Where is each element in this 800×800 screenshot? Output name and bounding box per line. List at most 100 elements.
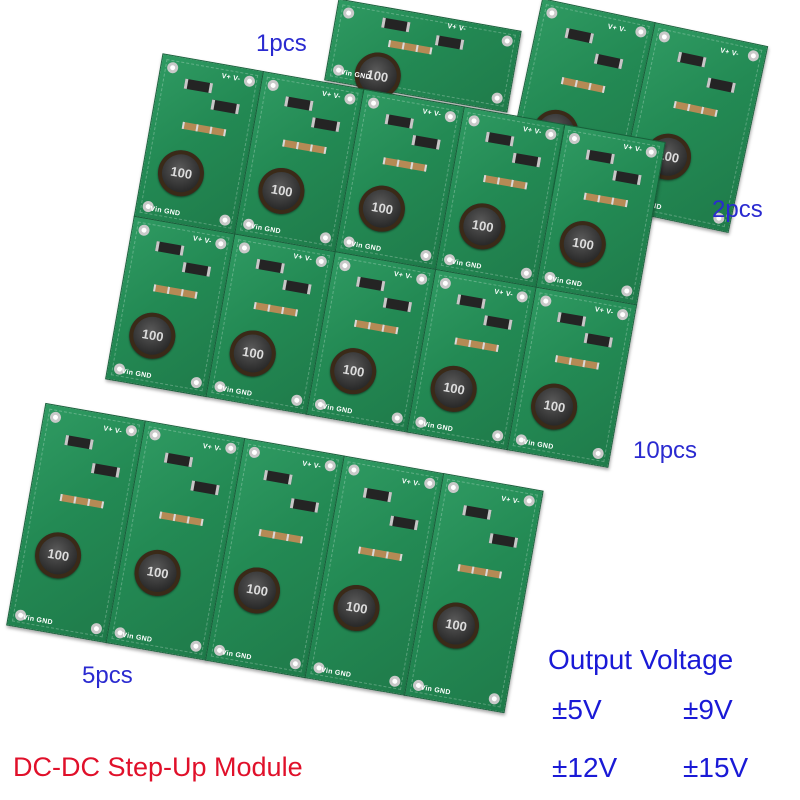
ic-chip [583,333,614,348]
smd-capacitor [286,533,304,544]
pin-silkscreen: V+ V- [607,22,627,34]
pin-silkscreen: V+ V- [500,495,521,506]
mounting-hole [238,241,251,255]
ic-chip [676,51,707,68]
pin-silkscreen: V+ V- [321,90,342,102]
inductor-coil: 100 [326,344,381,398]
inductor-coil: 100 [330,581,384,635]
mounting-hole [515,290,529,304]
ic-chip [210,99,240,115]
pin-silkscreen: V+ V- [192,235,213,246]
smd-capacitor [180,288,198,299]
pin-silkscreen: Vin GND [22,614,54,627]
ic-chip [355,276,385,291]
mounting-hole [591,447,605,460]
ic-chip [382,297,413,313]
pin-silkscreen: Vin GND [350,240,382,254]
mounting-hole [491,429,505,443]
mounting-hole [644,145,658,159]
pin-silkscreen: V+ V- [446,23,467,34]
smd-capacitor [385,550,403,561]
ic-chip [289,497,319,513]
inductor-coil: 100 [31,528,85,582]
pin-silkscreen: Vin GND [121,368,153,381]
ic-chip [363,487,393,503]
mounting-hole [519,266,533,280]
ic-chip [384,113,414,129]
mounting-hole [444,110,457,124]
mounting-hole [214,237,228,251]
mounting-hole [539,294,553,308]
mounting-hole [137,223,151,237]
pin-silkscreen: Vin GND [321,403,354,416]
pin-silkscreen: Vin GND [149,205,181,218]
mounting-hole [314,255,328,268]
ic-chip [183,78,213,94]
ic-chip [255,258,285,274]
mounting-hole [500,34,514,48]
mounting-hole [415,272,429,286]
mounting-hole [224,441,238,455]
inductor-coil: 100 [126,308,180,363]
inductor-coil: 100 [131,546,185,600]
mounting-hole [90,622,103,636]
ic-chip [434,35,464,50]
mounting-hole [189,639,203,653]
mounting-hole [545,6,559,20]
smd-capacitor [610,197,628,207]
inductor-coil: 100 [154,146,208,200]
mounting-hole [634,25,648,39]
pin-silkscreen: V+ V- [719,46,740,58]
mounting-hole [746,49,760,63]
pin-silkscreen: V+ V- [202,443,222,454]
mounting-hole [544,128,558,141]
pin-silkscreen: Vin GND [419,684,452,697]
pin-silkscreen: V+ V- [522,126,543,137]
inductor-coil: 100 [230,563,284,617]
pin-silkscreen: Vin GND [422,421,454,434]
mounting-hole [490,91,504,105]
smd-capacitor [414,44,432,55]
output-voltage-heading: Output Voltage [548,644,734,675]
ic-chip [462,505,492,520]
mounting-hole [49,410,62,424]
pin-silkscreen: Vin GND [320,666,352,680]
mounting-hole [319,231,332,245]
mounting-hole [657,30,671,44]
ic-chip [310,117,341,133]
mounting-hole [290,393,304,407]
mounting-hole [266,79,280,92]
smd-capacitor [186,515,204,526]
mounting-hole [423,476,437,490]
pin-silkscreen: Vin GND [250,223,282,236]
smd-capacitor [409,161,427,172]
ic-chip [564,27,594,44]
smd-capacitor [381,324,399,334]
mounting-hole [248,446,261,459]
pin-silkscreen: V+ V- [393,271,413,282]
mounting-hole [338,259,352,272]
quantity-label-1pcs: 1pcs [256,30,307,57]
mounting-hole [343,92,357,106]
mounting-hole [447,481,460,494]
inductor-coil: 100 [556,217,610,271]
pin-silkscreen: Vin GND [121,631,153,644]
ic-chip [594,53,624,69]
inductor-coil: 100 [355,181,409,236]
pin-silkscreen: V+ V- [401,478,421,489]
mounting-hole [467,114,481,128]
ic-chip [484,131,514,147]
mounting-hole [166,61,180,75]
ic-chip [511,153,542,168]
pin-silkscreen: Vin GND [551,276,583,289]
smd-capacitor [87,498,105,509]
pin-silkscreen: V+ V- [421,108,442,119]
voltage-value-5v: ±5V [552,694,602,725]
ic-chip [381,17,411,33]
ic-chip [488,532,518,548]
pin-silkscreen: Vin GND [221,385,253,398]
ic-chip [64,434,94,450]
ic-chip [90,462,120,478]
mounting-hole [522,494,536,508]
ic-chip [283,96,314,111]
